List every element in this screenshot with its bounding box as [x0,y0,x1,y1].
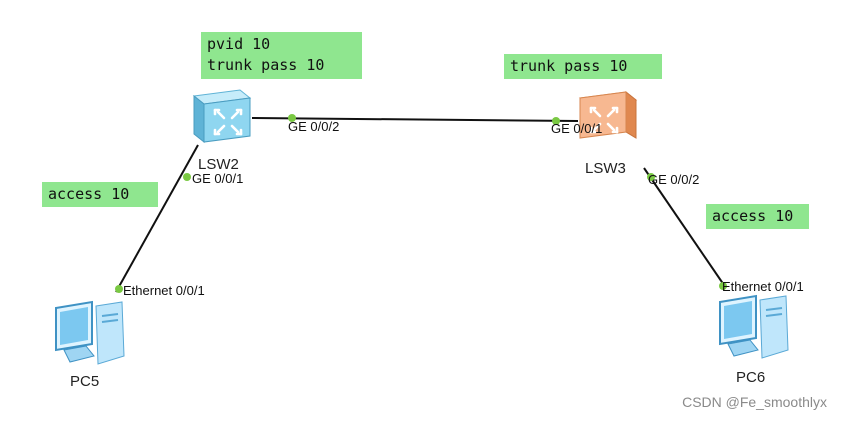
port-dot-lsw3-ge001[interactable] [552,117,560,125]
note-lsw3-config: trunk pass 10 [504,54,662,79]
pc-icon[interactable] [714,292,792,362]
port-label-lsw3-ge002: GE 0/0/2 [648,172,700,187]
port-label-lsw2-ge002: GE 0/0/2 [288,119,340,134]
note-lsw2-config: pvid 10 trunk pass 10 [201,32,362,79]
port-dot-pc5-eth[interactable] [115,285,123,293]
port-label-lsw3-ge001: GE 0/0/1 [551,121,603,136]
port-label-pc5-eth: Ethernet 0/0/1 [123,283,205,298]
port-label-lsw2-ge001: GE 0/0/1 [192,171,244,186]
port-dot-pc6-eth[interactable] [719,282,727,290]
switch-icon[interactable] [188,86,256,146]
link-lsw2-lsw3[interactable] [251,117,579,122]
device-label-pc5: PC5 [70,373,100,390]
device-label-lsw2: LSW2 [198,156,239,173]
device-label-pc6: PC6 [736,369,766,386]
switch-icon[interactable] [574,88,642,148]
port-dot-lsw3-ge002[interactable] [647,173,655,181]
pc-icon[interactable] [50,298,128,368]
watermark: CSDN @Fe_smoothlyx [682,394,827,410]
port-dot-lsw2-ge001[interactable] [183,173,191,181]
port-label-pc6-eth: Ethernet 0/0/1 [722,279,804,294]
link-lsw3-pc6[interactable] [643,167,727,289]
link-lsw2-pc5[interactable] [115,144,199,293]
note-pc5-access: access 10 [42,182,158,207]
port-dot-lsw2-ge002[interactable] [288,114,296,122]
device-label-lsw3: LSW3 [585,160,626,177]
note-pc6-access: access 10 [706,204,809,229]
